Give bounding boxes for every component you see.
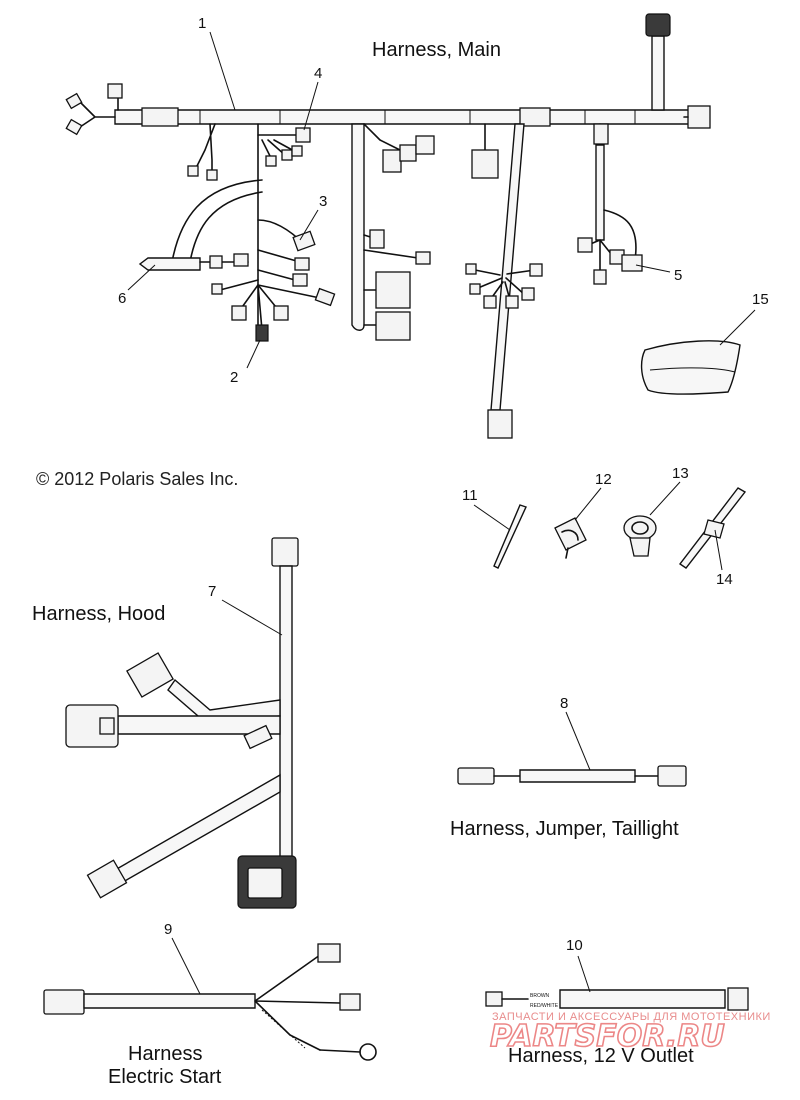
part-14-tie (678, 487, 747, 569)
callout-14: 14 (716, 571, 733, 588)
callout-4: 4 (314, 65, 322, 82)
title-hood-harness: Harness, Hood (32, 603, 165, 625)
electric-start-harness (43, 943, 377, 1061)
leader-lines (127, 31, 756, 995)
callout-9: 9 (164, 921, 172, 938)
callout-7: 7 (208, 583, 216, 600)
callouts: 1 2 3 4 5 6 7 8 9 10 11 12 13 14 15 (118, 15, 769, 954)
callout-13: 13 (672, 465, 689, 482)
part-12-clip (554, 517, 587, 559)
part-15-boot (640, 340, 741, 395)
callout-2: 2 (230, 369, 238, 386)
watermark-tagline: ЗАПЧАСТИ И АКСЕССУАРЫ ДЛЯ МОТОТЕХНИКИ (492, 1011, 771, 1023)
svg-text:RED/WHITE: RED/WHITE (530, 1003, 559, 1009)
title-electric-start-line2: Electric Start (108, 1066, 222, 1088)
title-main-harness: Harness, Main (372, 39, 501, 61)
main-harness (65, 13, 711, 439)
title-electric-start-line1: Harness (128, 1043, 202, 1065)
callout-6: 6 (118, 290, 126, 307)
title-jumper-harness: Harness, Jumper, Taillight (450, 818, 679, 840)
hood-harness (65, 537, 299, 909)
callout-10: 10 (566, 937, 583, 954)
watermark: ЗАПЧАСТИ И АКСЕССУАРЫ ДЛЯ МОТОТЕХНИКИ PA… (489, 1011, 771, 1055)
callout-11: 11 (462, 487, 478, 504)
callout-15: 15 (752, 291, 769, 308)
callout-12: 12 (595, 471, 612, 488)
watermark-logo: PARTSFOR.RU (490, 1019, 725, 1054)
svg-text:BROWN: BROWN (530, 993, 550, 999)
outlet-harness: BROWN RED/WHITE (485, 987, 749, 1011)
copyright-notice: © 2012 Polaris Sales Inc. (36, 469, 238, 489)
callout-3: 3 (319, 193, 327, 210)
jumper-harness (457, 765, 687, 787)
part-11-tie (493, 504, 527, 569)
callout-8: 8 (560, 695, 568, 712)
section-titles: Harness, Main Harness, Hood Harness, Jum… (32, 39, 694, 1088)
callout-5: 5 (674, 267, 682, 284)
title-outlet-harness: Harness, 12 V Outlet (508, 1045, 694, 1067)
part-13-clamp (623, 515, 657, 557)
callout-1: 1 (198, 15, 206, 32)
